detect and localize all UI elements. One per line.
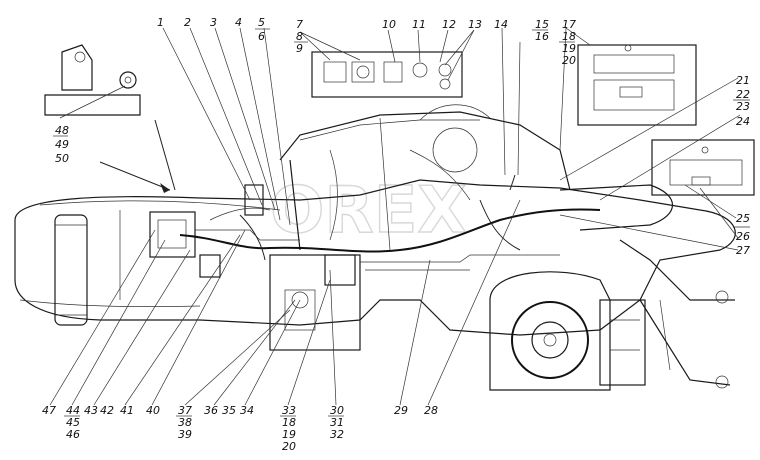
callout-3: 3: [210, 16, 217, 29]
engine-area: [54, 184, 300, 326]
callout-19-lower: 19: [282, 428, 296, 441]
callout-44: 44: [66, 404, 80, 417]
callout-2: 2: [184, 16, 191, 29]
callout-15: 15: [535, 18, 549, 31]
rear-fender: [559, 184, 674, 231]
callout-26: 26: [736, 230, 750, 243]
callout-labels: 1 2 3 4 5 6 7 8 9 10 11 12 13 14 15 16 1…: [42, 16, 750, 453]
callout-20: 20: [562, 54, 576, 67]
callout-4: 4: [235, 16, 242, 29]
callout-25: 25: [736, 212, 750, 225]
callout-32: 32: [330, 428, 344, 441]
callout-14: 14: [494, 18, 508, 31]
callout-45: 45: [66, 416, 80, 429]
callout-46: 46: [66, 428, 80, 441]
callout-50: 50: [55, 152, 69, 165]
rear-wheel: [489, 271, 646, 391]
callout-20-lower: 20: [282, 440, 296, 453]
callout-24: 24: [736, 115, 750, 128]
callout-37: 37: [178, 404, 192, 417]
callout-31: 31: [330, 416, 344, 429]
callout-13: 13: [468, 18, 482, 31]
dashboard-inset: [577, 44, 697, 126]
watermark: OREX: [270, 174, 467, 248]
callout-48: 48: [55, 124, 69, 137]
callout-19: 19: [562, 42, 576, 55]
callout-43: 43: [84, 404, 98, 417]
fuse-block-inset: [651, 139, 755, 196]
callout-22: 22: [736, 88, 750, 101]
callout-38: 38: [178, 416, 192, 429]
callout-8: 8: [296, 30, 303, 43]
callout-23: 23: [736, 100, 750, 113]
callout-40: 40: [146, 404, 160, 417]
callout-39: 39: [178, 428, 192, 441]
callout-28: 28: [424, 404, 438, 417]
callout-36: 36: [204, 404, 218, 417]
callout-12: 12: [442, 18, 456, 31]
bracket-inset: [44, 44, 141, 116]
callout-17: 17: [562, 18, 576, 31]
detail-arrow: [99, 119, 176, 193]
callout-49: 49: [55, 138, 69, 151]
callout-18-lower: 18: [282, 416, 296, 429]
callout-5: 5: [258, 16, 265, 29]
callout-underlines: [53, 28, 750, 417]
tractor-outline: [14, 179, 736, 336]
wiring-harness: [179, 174, 601, 261]
callout-30: 30: [330, 404, 344, 417]
callout-47: 47: [42, 404, 56, 417]
callout-34: 34: [240, 404, 254, 417]
leader-lines: [49, 27, 741, 406]
callout-16: 16: [535, 30, 549, 43]
callout-33: 33: [282, 404, 296, 417]
chassis: [269, 254, 560, 351]
callout-6: 6: [258, 30, 265, 43]
callout-1: 1: [157, 16, 164, 29]
callout-10: 10: [382, 18, 396, 31]
callout-35: 35: [222, 404, 236, 417]
callout-27: 27: [736, 244, 750, 257]
callout-11: 11: [412, 18, 426, 31]
callout-9: 9: [296, 42, 303, 55]
rear-linkage: [619, 239, 735, 389]
callout-21: 21: [736, 74, 750, 87]
callout-41: 41: [120, 404, 134, 417]
callout-29: 29: [394, 404, 408, 417]
callout-18: 18: [562, 30, 576, 43]
callout-7: 7: [296, 18, 303, 31]
switch-panel-inset: [311, 51, 463, 98]
callout-42: 42: [100, 404, 114, 417]
